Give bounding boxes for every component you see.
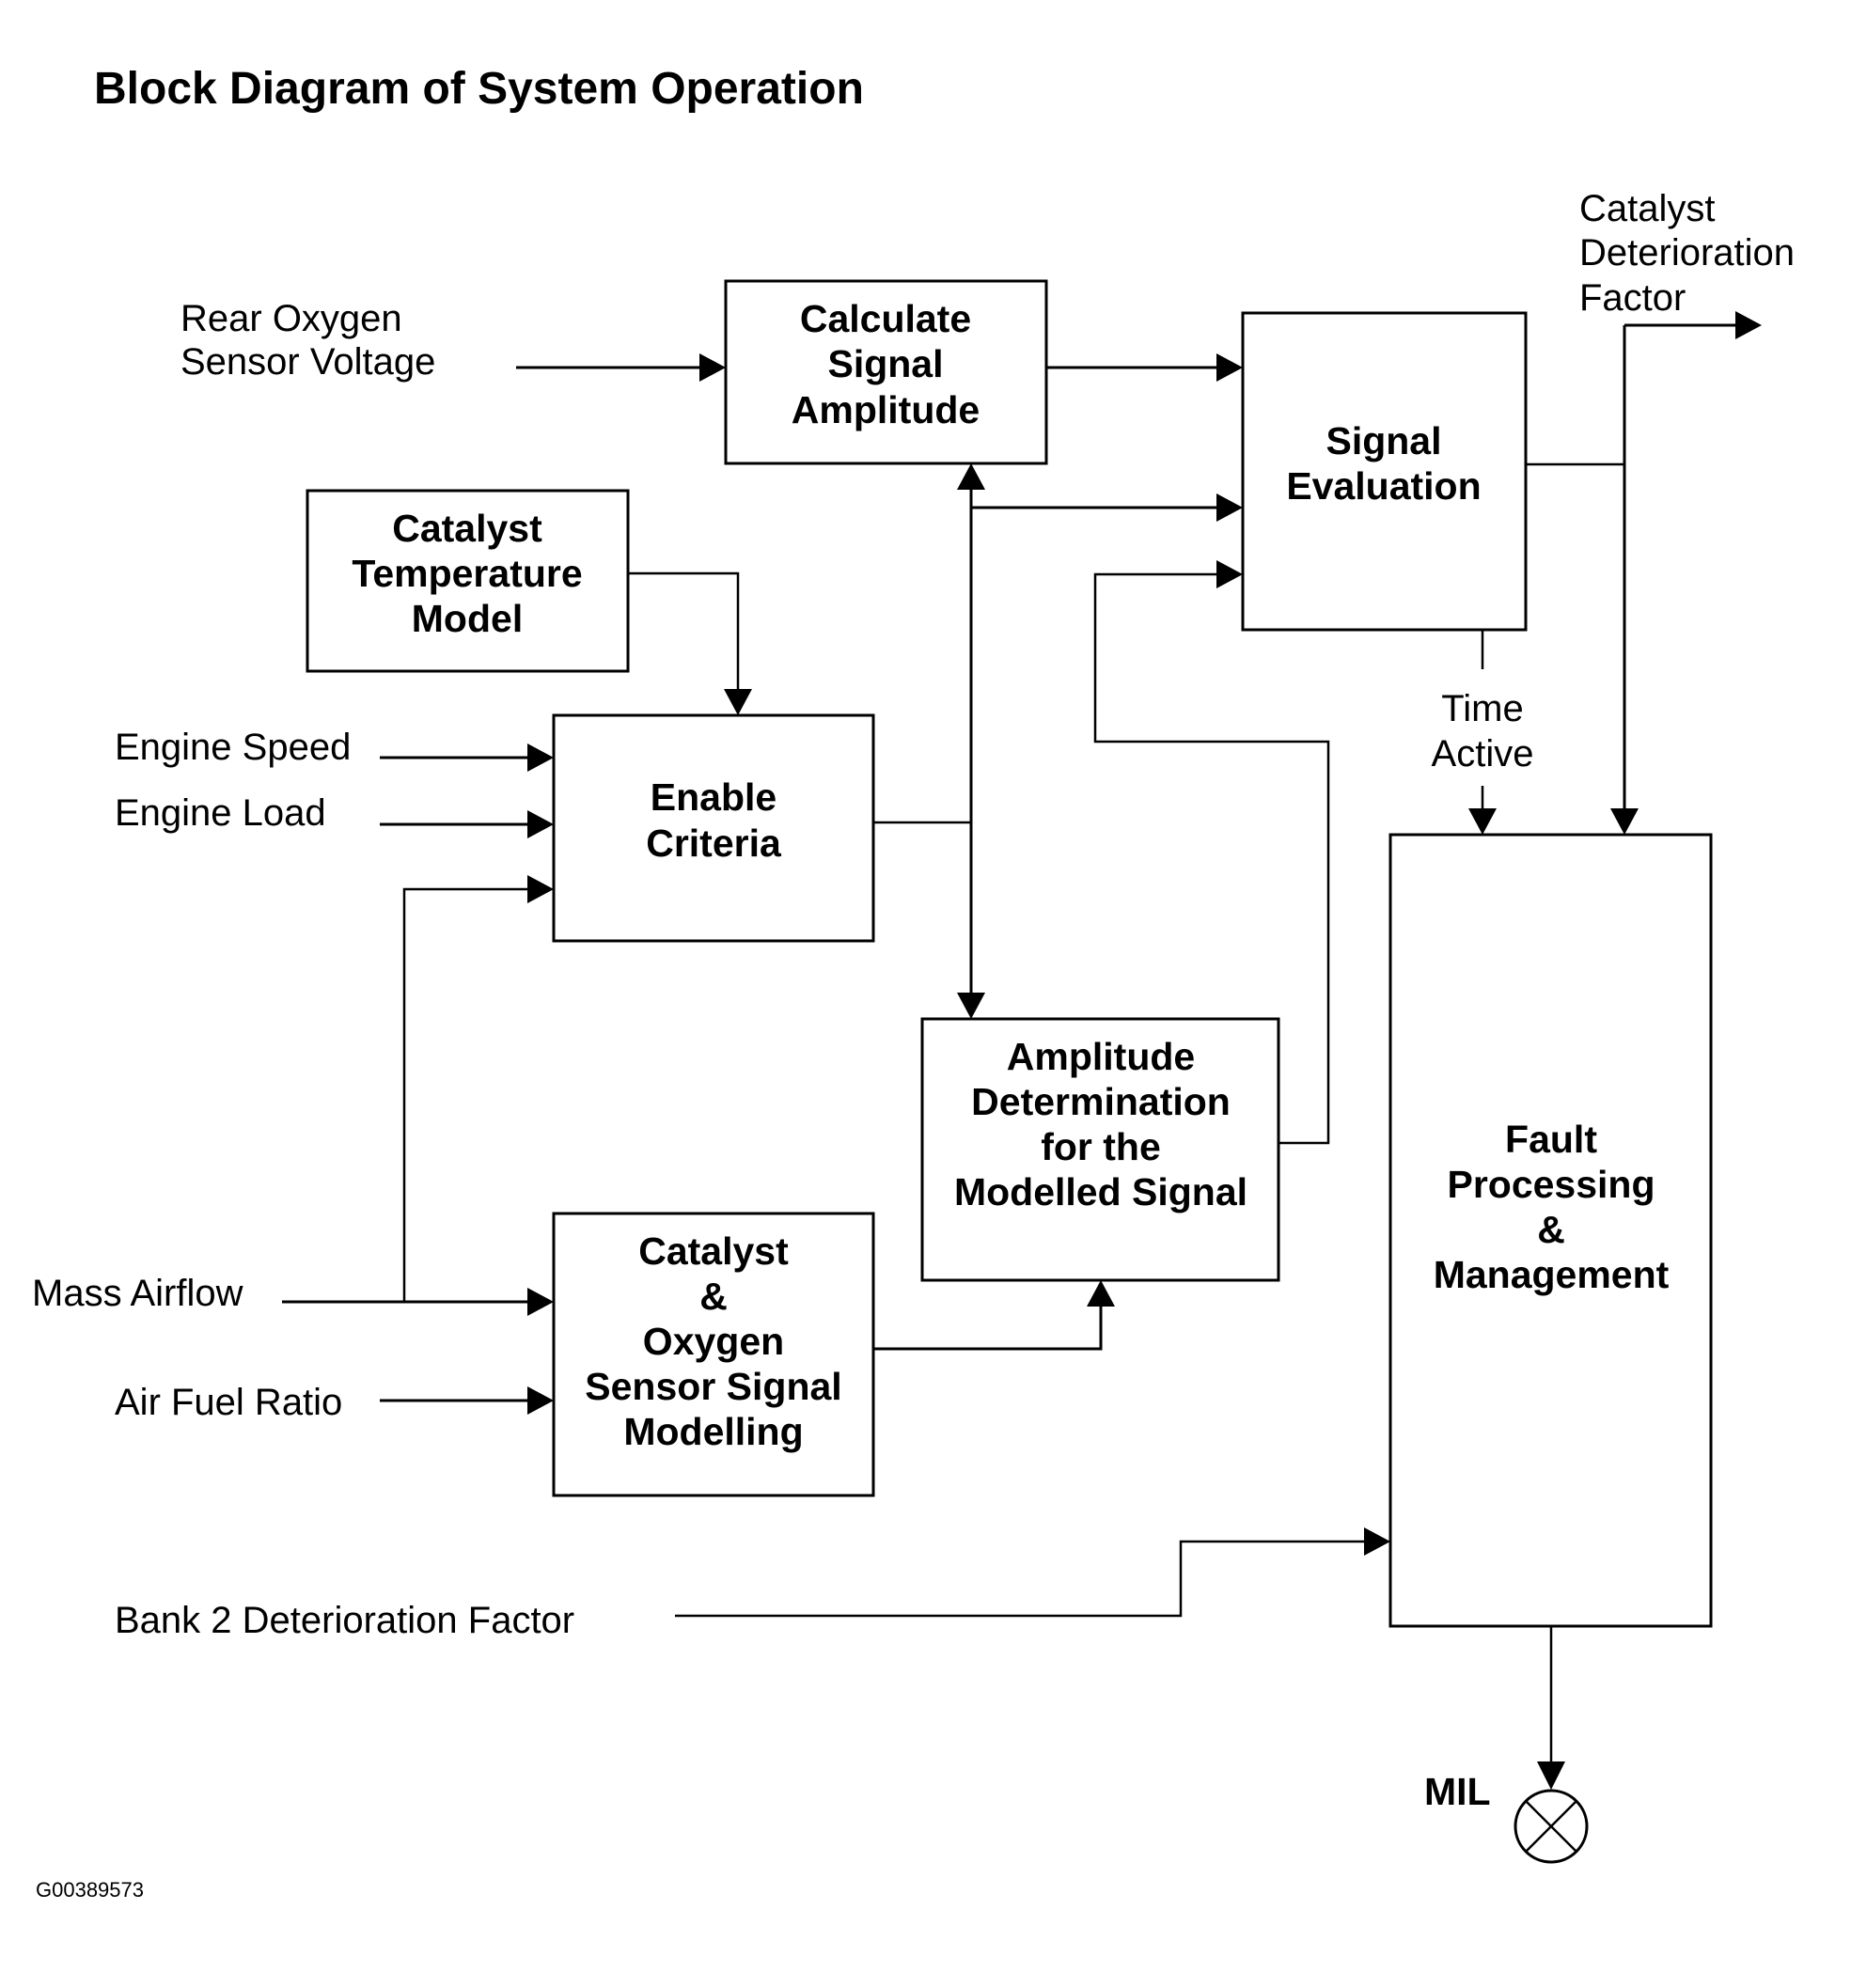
block-label-line: Sensor Signal	[585, 1365, 841, 1408]
block-label-line: Modelling	[623, 1410, 803, 1453]
connector-air-fuel-ratio-to-modelling	[380, 1386, 554, 1415]
input-label-bank2-deterioration: Bank 2 Deterioration Factor	[115, 1600, 574, 1641]
arrowhead	[1468, 808, 1497, 835]
connector-engine-speed-to-enable	[380, 744, 554, 772]
block-calculate-signal-amplitude: Calculate Signal Amplitude	[724, 279, 1048, 465]
block-label-line: Processing	[1447, 1163, 1655, 1206]
connector-mass-airflow	[282, 875, 554, 1316]
block-enable-criteria: Enable Criteria	[552, 713, 875, 943]
diagram-title: Block Diagram of System Operation	[94, 64, 864, 114]
arrowhead	[1735, 311, 1762, 339]
block-signal-evaluation: Signal Evaluation	[1241, 311, 1528, 632]
output-label-catalyst-deterioration-line1: Catalyst	[1579, 188, 1716, 229]
input-label-air-fuel-ratio: Air Fuel Ratio	[115, 1382, 342, 1423]
connector-enable-criteria-bus	[873, 463, 1243, 1019]
block-fault-processing-management: Fault Processing & Management	[1388, 833, 1713, 1628]
output-label-catalyst-deterioration-line2: Deterioration	[1579, 232, 1795, 274]
block-label-line: Fault	[1505, 1118, 1597, 1161]
connector-time-active	[1468, 630, 1497, 835]
connector-amplitude-determination-to-signal-evaluation	[1093, 560, 1330, 1145]
block-catalyst-oxygen-sensor-modelling: Catalyst & Oxygen Sensor Signal Modellin…	[552, 1212, 875, 1497]
block-label-line: Calculate	[800, 297, 971, 340]
arrowhead	[527, 744, 554, 772]
block-label-line: Model	[412, 597, 523, 640]
block-label-line: Management	[1434, 1253, 1670, 1296]
block-label-line: &	[1537, 1208, 1565, 1251]
block-label-line: Signal	[827, 342, 943, 385]
arrowhead	[1364, 1527, 1390, 1556]
block-amplitude-determination: Amplitude Determination for the Modelled…	[920, 1017, 1280, 1282]
block-label-line: Catalyst	[638, 1229, 789, 1273]
block-label-line: Criteria	[646, 822, 782, 865]
connector-calculate-to-signal-evaluation	[1046, 353, 1243, 382]
arrowhead	[724, 689, 752, 715]
label-time-active-line2: Active	[1432, 733, 1534, 775]
connector-signal-evaluation-outputs	[1526, 311, 1762, 835]
figure-id: G00389573	[36, 1878, 144, 1902]
connector-engine-load-to-enable	[380, 810, 554, 838]
arrowhead	[699, 353, 726, 382]
block-label-line: Temperature	[352, 552, 582, 595]
arrowhead	[1216, 493, 1243, 522]
block-label-line: Evaluation	[1286, 464, 1481, 508]
arrowhead	[527, 1288, 554, 1316]
block-label-line: Oxygen	[643, 1320, 784, 1363]
input-label-rear-oxygen-line2: Sensor Voltage	[180, 341, 435, 383]
block-label-line: Amplitude	[792, 388, 980, 431]
arrowhead	[527, 810, 554, 838]
connector-modelling-to-amplitude-determination	[873, 1280, 1115, 1351]
block-label-line: Signal	[1326, 419, 1441, 462]
block-label-line: Amplitude	[1007, 1035, 1195, 1078]
arrowhead	[527, 875, 554, 903]
block-label-line: Enable	[651, 775, 776, 819]
block-label-line: &	[699, 1275, 728, 1318]
arrowhead	[957, 463, 985, 490]
block-label-line: for the	[1041, 1125, 1161, 1168]
arrowhead	[1216, 560, 1243, 588]
connector-catalyst-temperature-to-enable	[628, 571, 752, 715]
input-label-rear-oxygen-line1: Rear Oxygen	[180, 298, 402, 339]
block-catalyst-temperature-model: Catalyst Temperature Model	[306, 489, 630, 673]
input-label-engine-load: Engine Load	[115, 792, 326, 834]
block-label-line: Catalyst	[392, 507, 542, 550]
output-label-catalyst-deterioration-line3: Factor	[1579, 277, 1686, 319]
arrowhead	[957, 993, 985, 1019]
arrowhead	[1610, 808, 1639, 835]
input-label-mass-airflow: Mass Airflow	[32, 1273, 243, 1314]
input-label-engine-speed: Engine Speed	[115, 727, 351, 768]
arrowhead	[1216, 353, 1243, 382]
connector-fault-to-mil	[1537, 1626, 1565, 1790]
arrowhead	[1537, 1761, 1565, 1790]
arrowhead	[1087, 1280, 1115, 1307]
connector-rear-oxygen-to-calculate	[516, 353, 726, 382]
block-label-line: Determination	[971, 1080, 1231, 1123]
label-time-active-line1: Time	[1441, 688, 1523, 729]
arrowhead	[527, 1386, 554, 1415]
connector-bank2-to-fault	[675, 1527, 1390, 1618]
mil-label: MIL	[1424, 1770, 1491, 1813]
mil-lamp-icon	[1514, 1789, 1589, 1864]
block-label-line: Modelled Signal	[954, 1170, 1247, 1213]
